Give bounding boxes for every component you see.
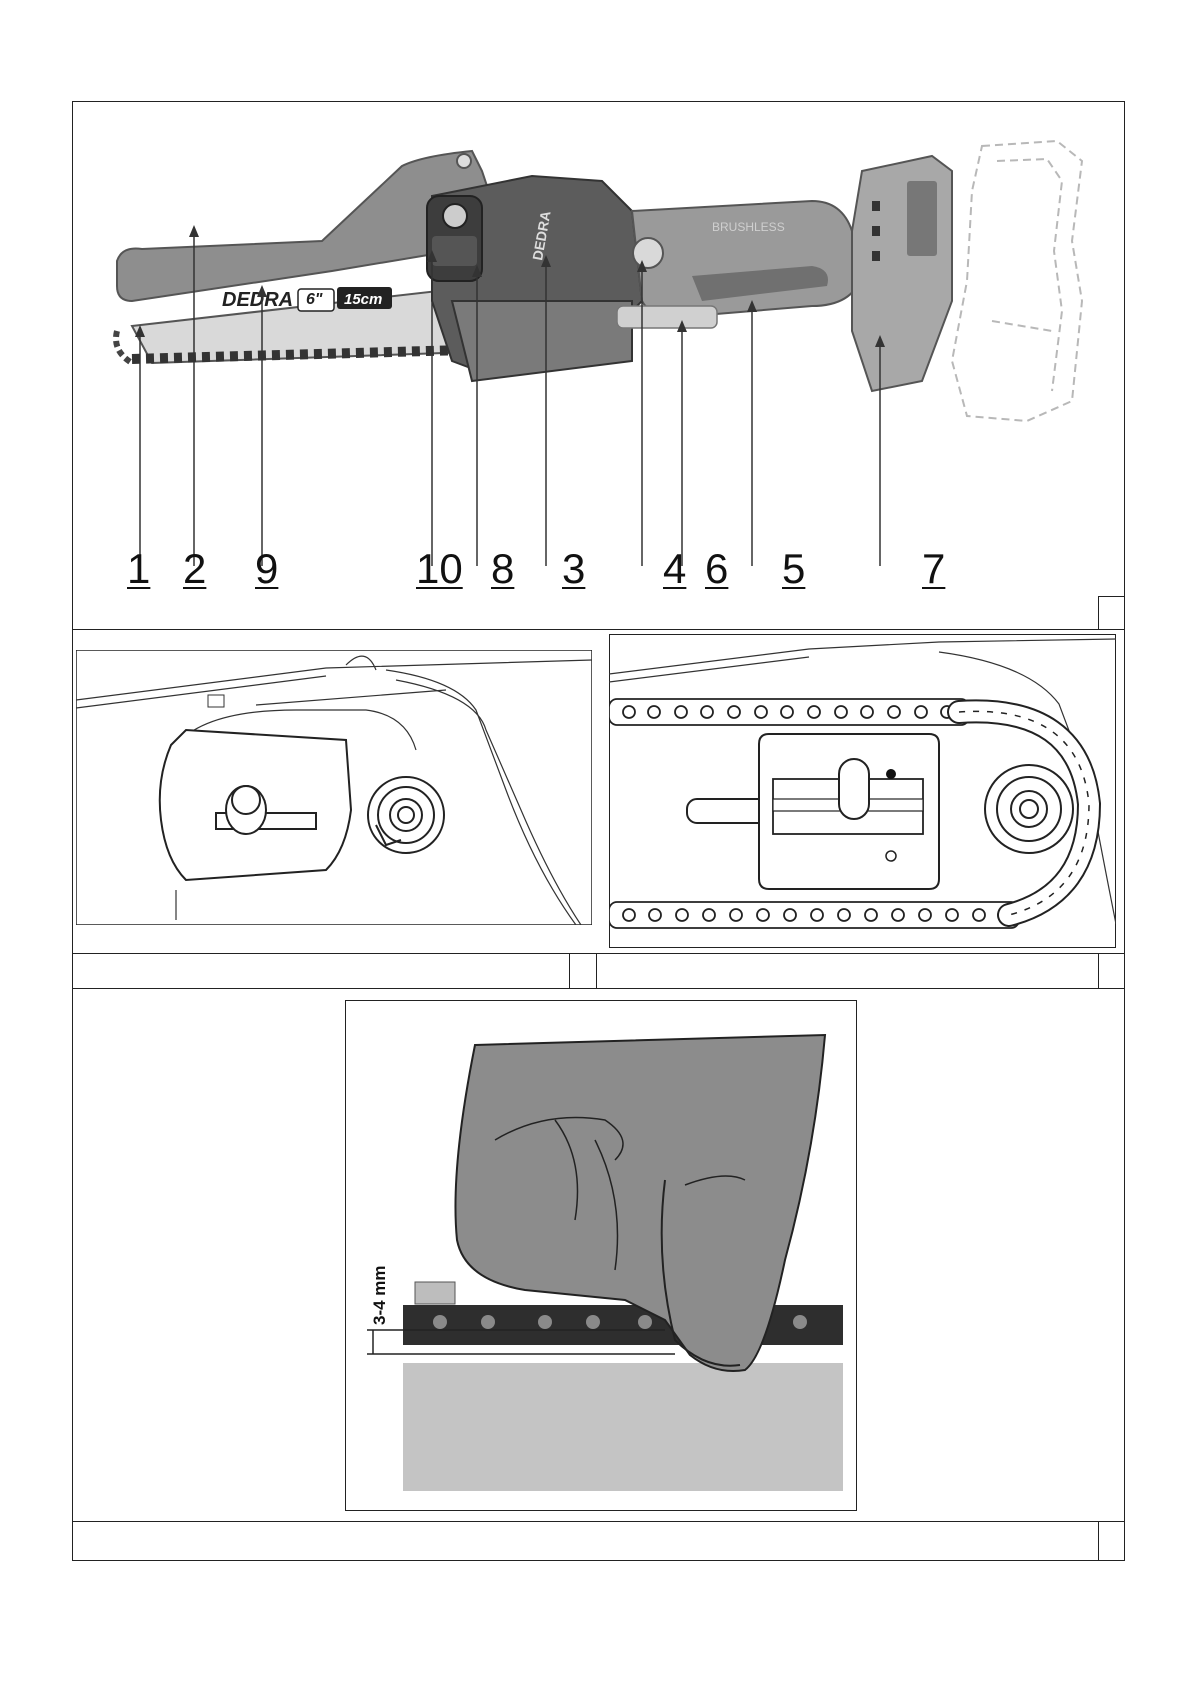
lock-button <box>633 238 663 268</box>
wood-block <box>403 1363 843 1491</box>
chain-mount-drawing <box>609 634 1116 948</box>
chain-bar <box>403 1305 843 1345</box>
handle <box>632 201 862 317</box>
figure-2-number-cell <box>569 953 597 989</box>
bar-mount-drawing <box>76 650 592 925</box>
callout-2: 2 <box>183 548 206 590</box>
callout-8: 8 <box>491 548 514 590</box>
figure-3-number-cell <box>1098 953 1125 989</box>
figure-3-caption-cell <box>596 953 1099 989</box>
bar-size-inch-text: 6" <box>306 291 323 308</box>
figure-4-number-cell <box>1098 1521 1125 1561</box>
chain-tension-photo: 3-4 mm <box>345 1000 857 1511</box>
figure-4-caption-cell <box>72 1521 1099 1561</box>
callout-3: 3 <box>562 548 585 590</box>
chain-top <box>609 699 969 725</box>
callout-4: 4 <box>663 548 686 590</box>
callout-5: 5 <box>782 548 805 590</box>
figure-2-caption-cell <box>72 953 570 989</box>
callout-7: 7 <box>922 548 945 590</box>
chainsaw-illustration: DEDRA 6" 15cm DEDRA BRUSHLESS <box>72 101 1125 591</box>
motor-type-text: BRUSHLESS <box>712 220 785 234</box>
callout-6: 6 <box>705 548 728 590</box>
bar-brand-text: DEDRA <box>222 289 293 311</box>
chain-bottom <box>609 902 1019 928</box>
figure-1-number-cell <box>1098 596 1125 630</box>
bar-size-cm-text: 15cm <box>344 291 382 308</box>
gap-label: 3-4 mm <box>370 1265 389 1325</box>
callout-9: 9 <box>255 548 278 590</box>
tension-knob <box>427 196 482 281</box>
callout-10: 10 <box>416 548 463 590</box>
battery-outline <box>952 141 1082 421</box>
callout-1: 1 <box>127 548 150 590</box>
